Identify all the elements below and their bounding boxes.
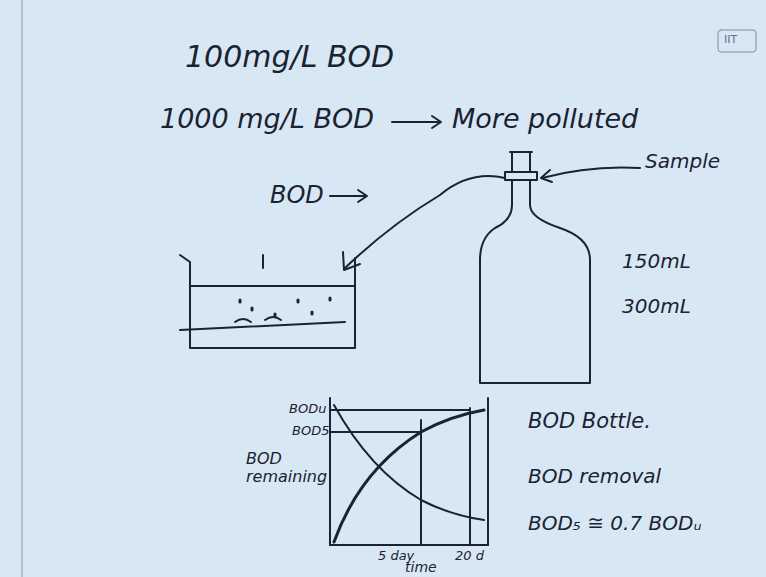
volume-label: 150mL bbox=[622, 250, 691, 272]
process-label: BOD removal bbox=[528, 465, 661, 487]
heading-note: 100mg/L BOD bbox=[185, 40, 394, 73]
concentration-note: 1000 mg/L BOD bbox=[160, 104, 374, 134]
sample-label: Sample bbox=[645, 150, 720, 172]
term-label: BOD bbox=[270, 182, 324, 208]
axis-label: BOD5 bbox=[292, 424, 329, 438]
tick-label: 20 d bbox=[455, 549, 484, 563]
volume-label: 300mL bbox=[622, 295, 691, 317]
axis-label: BODu bbox=[289, 402, 326, 416]
axis-label: BOD remaining bbox=[246, 450, 326, 485]
bottle-label: BOD Bottle. bbox=[528, 410, 651, 433]
pollution-note: More polluted bbox=[452, 104, 638, 134]
axis-title: time bbox=[405, 560, 437, 575]
logo-mark: IIT bbox=[724, 34, 737, 46]
equation-label: BOD₅ ≅ 0.7 BODᵤ bbox=[528, 512, 701, 534]
